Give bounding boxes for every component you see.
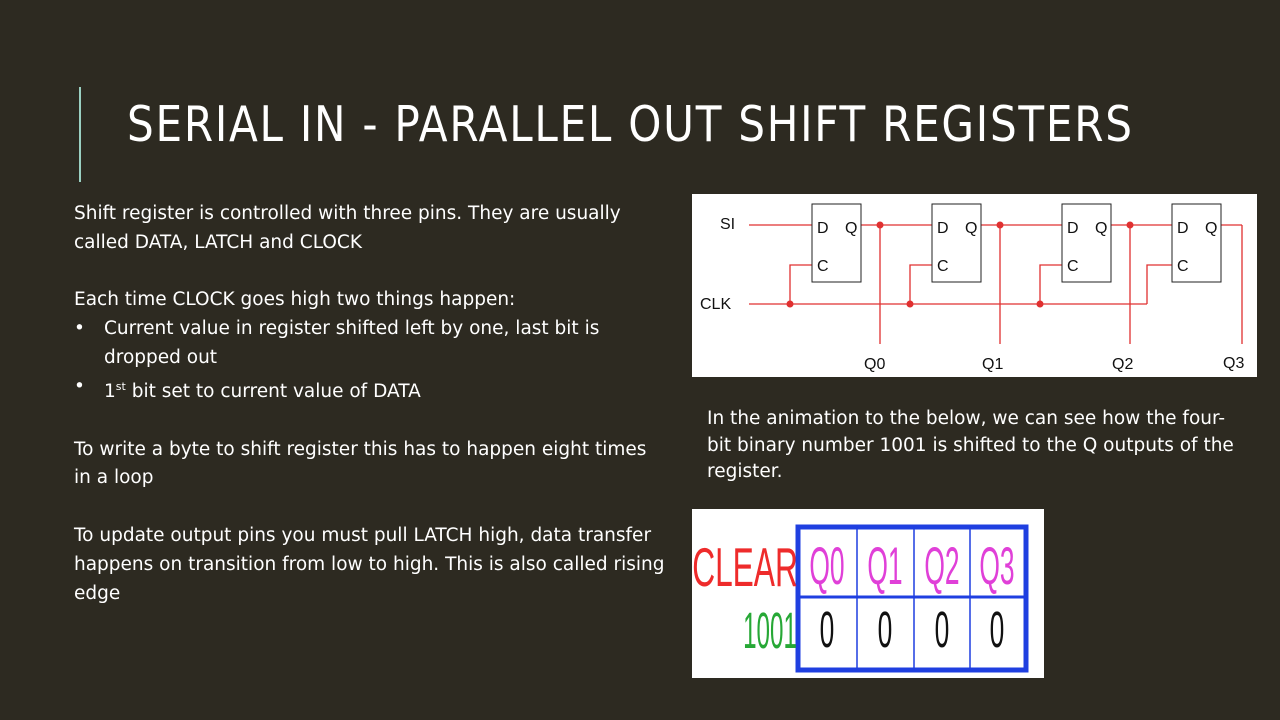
- value-q3: 0: [990, 601, 1005, 659]
- intro-line-2: called DATA, LATCH and CLOCK: [74, 231, 362, 253]
- clear-label: CLEAR: [692, 536, 798, 598]
- output-q3-label: Q3: [1223, 355, 1244, 372]
- intro-line-1: Shift register is controlled with three …: [74, 203, 621, 224]
- shift-animation: CLEAR 1001 Q0 Q1 Q2 Q3 0 0 0 0: [692, 509, 1044, 678]
- caption-line-1: In the animation to the below, we can se…: [707, 408, 1226, 429]
- shift-register-diagram: SI CLK D Q C D Q C D Q C D Q C Q0 Q1 Q2 …: [692, 194, 1257, 377]
- write-line-2: in a loop: [74, 467, 154, 489]
- ff0-q: Q: [845, 220, 857, 237]
- value-q2: 0: [935, 601, 950, 659]
- ff1-q: Q: [965, 220, 977, 237]
- ff2-q: Q: [1095, 220, 1107, 237]
- clk-label: CLK: [700, 296, 731, 313]
- header-q1: Q1: [867, 536, 902, 595]
- si-label: SI: [720, 216, 735, 233]
- ff3-q: Q: [1205, 220, 1217, 237]
- clock-bullets: Current value in register shifted left b…: [74, 315, 684, 407]
- bullet-first-bit-rest: bit set to current value of DATA: [125, 380, 421, 402]
- ff3-d: D: [1177, 220, 1189, 237]
- flip-flop-boxes: [811, 203, 1222, 283]
- header-q3: Q3: [979, 536, 1014, 595]
- animation-grid: [795, 524, 1029, 673]
- value-q0: 0: [820, 601, 835, 659]
- animation-caption: In the animation to the below, we can se…: [707, 406, 1255, 486]
- value-q1: 0: [878, 601, 893, 659]
- bullet-shift-line-2: dropped out: [104, 346, 218, 368]
- clock-heading: Each time CLOCK goes high two things hap…: [74, 289, 516, 311]
- bullet-first-bit-num: 1: [104, 380, 116, 402]
- ff2-d: D: [1067, 220, 1079, 237]
- caption-line-2: bit binary number 1001 is shifted to the…: [707, 434, 1234, 456]
- ff3-c: C: [1177, 258, 1189, 275]
- slide-title: SERIAL IN - PARALLEL OUT SHIFT REGISTERS: [127, 96, 1134, 153]
- bullet-shift: Current value in register shifted left b…: [74, 315, 684, 373]
- ff0-d: D: [817, 220, 829, 237]
- header-q2: Q2: [924, 536, 959, 595]
- body-text: Shift register is controlled with three …: [74, 200, 684, 608]
- bullet-first-bit-sup: st: [115, 379, 126, 393]
- ff2-c: C: [1067, 258, 1079, 275]
- output-q1-label: Q1: [982, 356, 1003, 373]
- ff1-d: D: [937, 220, 949, 237]
- input-number: 1001: [743, 603, 797, 659]
- ff0-c: C: [817, 258, 829, 275]
- wiring: [749, 224, 1243, 344]
- output-q2-label: Q2: [1112, 356, 1133, 373]
- update-line-3: edge: [74, 582, 121, 604]
- header-q0: Q0: [809, 536, 844, 595]
- caption-line-3: register.: [707, 461, 783, 482]
- bullet-first-bit: 1st bit set to current value of DATA: [74, 373, 684, 407]
- ff1-c: C: [937, 258, 949, 275]
- update-line-2: happens on transition from low to high. …: [74, 553, 665, 575]
- bullet-shift-line-1: Current value in register shifted left b…: [104, 318, 600, 340]
- update-line-1: To update output pins you must pull LATC…: [74, 524, 652, 546]
- output-q0-label: Q0: [864, 356, 885, 373]
- write-line-1: To write a byte to shift register this h…: [74, 438, 647, 460]
- title-accent-bar: [79, 87, 81, 182]
- junction-dots: [786, 221, 1134, 308]
